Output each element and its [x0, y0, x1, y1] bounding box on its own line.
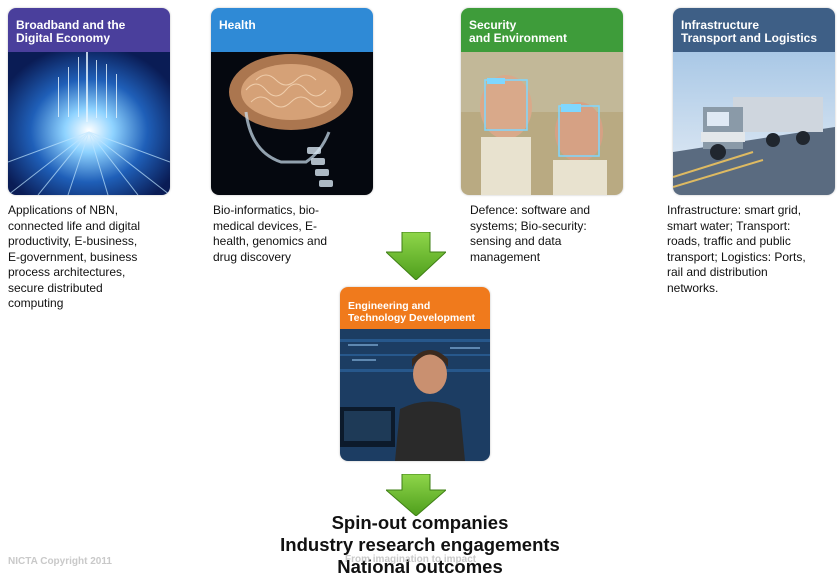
description-line: drug discovery — [213, 249, 292, 264]
card-title-line: Engineering and — [348, 300, 431, 312]
digital-data-stream-image — [8, 52, 170, 195]
outcomes-list: Spin-out companies Industry research eng… — [250, 512, 590, 578]
truck-highway-image — [673, 52, 835, 195]
engineer-at-computer-image — [340, 329, 490, 461]
card-title-line: Infrastructure — [681, 18, 760, 32]
description-line: E-government, business — [8, 249, 138, 264]
description-line: process architectures, — [8, 265, 126, 279]
description-line: Applications of NBN, — [8, 203, 119, 217]
description-line: transport; Logistics: Ports, — [667, 249, 806, 264]
card-health-description: Bio-informatics, bio- medical devices, E… — [213, 203, 327, 265]
description-line: networks. — [667, 280, 719, 295]
card-security-description: Defence: software and systems; Bio-secur… — [470, 203, 590, 265]
tagline-footer: From imagination to impact — [345, 554, 477, 565]
card-title-line: Broadband and the — [16, 18, 126, 32]
card-infrastructure-description: Infrastructure: smart grid, smart water;… — [667, 203, 806, 296]
card-title-line: and Environment — [469, 31, 568, 45]
description-line: Defence: software and — [470, 203, 591, 217]
face-recognition-image — [461, 52, 623, 195]
description-line: management — [470, 249, 541, 264]
description-line: sensing and data — [470, 234, 562, 248]
card-title-line: Technology Development — [348, 312, 475, 324]
card-broadband-description: Applications of NBN, connected life and … — [8, 203, 140, 312]
card-broadband: Broadband and the Digital Economy — [8, 8, 170, 195]
description-line: Bio-informatics, bio- — [213, 203, 320, 217]
card-engineering-header: Engineering and Technology Development — [340, 287, 490, 329]
xray-brain-skull-image — [211, 52, 373, 195]
copyright-footer: NICTA Copyright 2011 — [8, 556, 112, 567]
card-health-header: Health — [211, 8, 373, 52]
card-health: Health — [211, 8, 373, 195]
card-engineering: Engineering and Technology Development — [340, 287, 490, 461]
description-line: computing — [8, 296, 64, 310]
description-line: health, genomics and — [213, 234, 328, 248]
description-line: secure distributed — [8, 280, 103, 295]
outcome-spin-out: Spin-out companies — [331, 512, 509, 533]
description-line: connected life and digital — [8, 218, 141, 233]
card-title-line: Transport and Logistics — [681, 31, 818, 45]
description-line: systems; Bio-security: — [470, 218, 587, 233]
card-infrastructure-header: Infrastructure Transport and Logistics — [673, 8, 835, 52]
description-line: smart water; Transport: — [667, 218, 791, 233]
card-security-header: Security and Environment — [461, 8, 623, 52]
down-arrow-icon — [386, 232, 446, 280]
outcome-industry-research: Industry research engagements — [280, 534, 560, 555]
card-infrastructure: Infrastructure Transport and Logistics — [673, 8, 835, 195]
description-line: roads, traffic and public — [667, 234, 791, 248]
card-title-line: Digital Economy — [16, 31, 111, 45]
card-title-line: Security — [469, 18, 517, 32]
description-line: medical devices, E- — [213, 218, 318, 233]
card-security: Security and Environment — [461, 8, 623, 195]
outcome-national: National outcomes — [337, 556, 503, 577]
description-line: productivity, E-business, — [8, 234, 138, 248]
description-line: Infrastructure: smart grid, — [667, 203, 802, 217]
card-title-line: Health — [219, 18, 256, 32]
card-broadband-header: Broadband and the Digital Economy — [8, 8, 170, 52]
down-arrow-icon — [386, 474, 446, 516]
description-line: rail and distribution — [667, 265, 768, 279]
